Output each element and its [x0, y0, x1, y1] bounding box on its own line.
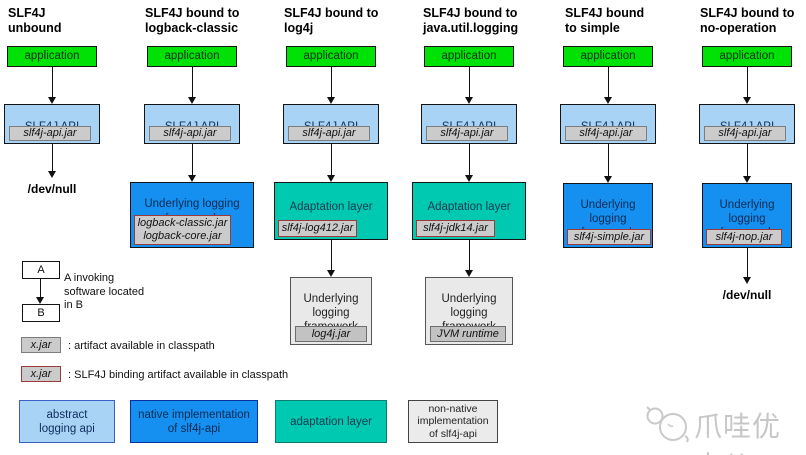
- slf4j-api-jar: slf4j-api.jar: [704, 126, 786, 141]
- adaptation-layer-box: Adaptation layer slf4j-log412.jar: [274, 182, 388, 240]
- column-title-nop: SLF4J bound to no-operation: [700, 6, 795, 35]
- adaptation-jar: slf4j-jdk14.jar: [416, 220, 495, 237]
- down-arrow: [465, 144, 474, 182]
- column-title-log4j: SLF4J bound to log4j: [284, 6, 379, 35]
- slf4j-api-jar: slf4j-api.jar: [9, 126, 91, 141]
- legend-abstract-api: abstract logging api: [19, 400, 115, 443]
- adaptation-jar: slf4j-log412.jar: [278, 220, 357, 237]
- application-box: application: [563, 46, 653, 67]
- underlying-framework-box: Underlying logging framework JVM runtime: [425, 277, 513, 345]
- adaptation-label: Adaptation layer: [427, 201, 511, 213]
- down-arrow: [465, 67, 474, 104]
- down-arrow: [743, 67, 752, 104]
- slf4j-api-box: SLF4J API slf4j-api.jar: [283, 104, 379, 144]
- logback-jars: logback-classic.jar logback-core.jar: [134, 215, 231, 245]
- slf4j-api-jar: slf4j-api.jar: [565, 126, 647, 141]
- dev-null-label: /dev/null: [722, 288, 772, 302]
- application-box: application: [702, 46, 792, 67]
- slf4j-api-box: SLF4J API slf4j-api.jar: [144, 104, 240, 144]
- legend-native-impl: native implementation of slf4j-api: [130, 400, 258, 443]
- legend-non-native-impl: non-native implementation of slf4j-api: [408, 400, 498, 443]
- down-arrow: [327, 67, 336, 104]
- down-arrow: [465, 240, 474, 277]
- down-arrow: [604, 144, 613, 183]
- column-title-unbound: SLF4J unbound: [8, 6, 62, 35]
- application-box: application: [7, 46, 97, 67]
- adaptation-label: Adaptation layer: [289, 201, 373, 213]
- legend-box-b: B: [22, 304, 60, 322]
- adaptation-layer-box: Adaptation layer slf4j-jdk14.jar: [412, 182, 526, 240]
- down-arrow: [188, 67, 197, 104]
- slf4j-api-jar: slf4j-api.jar: [426, 126, 508, 141]
- mascot-logo-icon: [644, 404, 692, 451]
- legend-binding-text: : SLF4J binding artifact available in cl…: [68, 369, 289, 381]
- column-title-logback: SLF4J bound to logback-classic: [145, 6, 240, 35]
- down-arrow: [48, 144, 57, 178]
- slf4j-api-jar: slf4j-api.jar: [149, 126, 231, 141]
- column-title-jul: SLF4J bound to java.util.logging: [423, 6, 519, 35]
- slf4j-api-box: SLF4J API slf4j-api.jar: [699, 104, 795, 144]
- slf4j-api-box: SLF4J API slf4j-api.jar: [4, 104, 100, 144]
- down-arrow: [743, 144, 752, 183]
- simple-jar: slf4j-simple.jar: [567, 229, 651, 245]
- watermark-text: 爪哇优太儿: [694, 410, 782, 455]
- legend-box-a: A: [22, 261, 60, 279]
- underlying-framework-box: Underlying logging framework slf4j-nop.j…: [702, 183, 792, 248]
- underlying-framework-box: Underlying logging framework logback-cla…: [130, 182, 254, 248]
- legend-binding-jar: x.jar: [21, 366, 61, 382]
- application-box: application: [147, 46, 237, 67]
- down-arrow: [327, 144, 336, 182]
- down-arrow: [327, 240, 336, 277]
- log4j-jar: log4j.jar: [295, 326, 367, 342]
- slf4j-api-jar: slf4j-api.jar: [288, 126, 370, 141]
- legend-artifact-text: : artifact available in classpath: [68, 340, 215, 352]
- down-arrow: [36, 278, 45, 304]
- application-box: application: [424, 46, 514, 67]
- dev-null-label: /dev/null: [27, 182, 77, 196]
- nop-jar: slf4j-nop.jar: [706, 229, 782, 245]
- legend-adaptation-layer: adaptation layer: [275, 400, 387, 443]
- down-arrow: [48, 67, 57, 104]
- column-title-simple: SLF4J bound to simple: [565, 6, 645, 35]
- slf4j-api-box: SLF4J API slf4j-api.jar: [421, 104, 517, 144]
- down-arrow: [188, 144, 197, 182]
- down-arrow: [743, 248, 752, 284]
- legend-artifact-jar: x.jar: [21, 337, 61, 353]
- slf4j-api-box: SLF4J API slf4j-api.jar: [560, 104, 656, 144]
- application-box: application: [286, 46, 376, 67]
- jvm-runtime-jar: JVM runtime: [430, 326, 506, 342]
- underlying-framework-box: Underlying logging framework slf4j-simpl…: [563, 183, 653, 248]
- down-arrow: [604, 67, 613, 104]
- legend-invoke-text: A invoking software located in B: [64, 272, 145, 311]
- underlying-framework-box: Underlying logging framework log4j.jar: [290, 277, 372, 345]
